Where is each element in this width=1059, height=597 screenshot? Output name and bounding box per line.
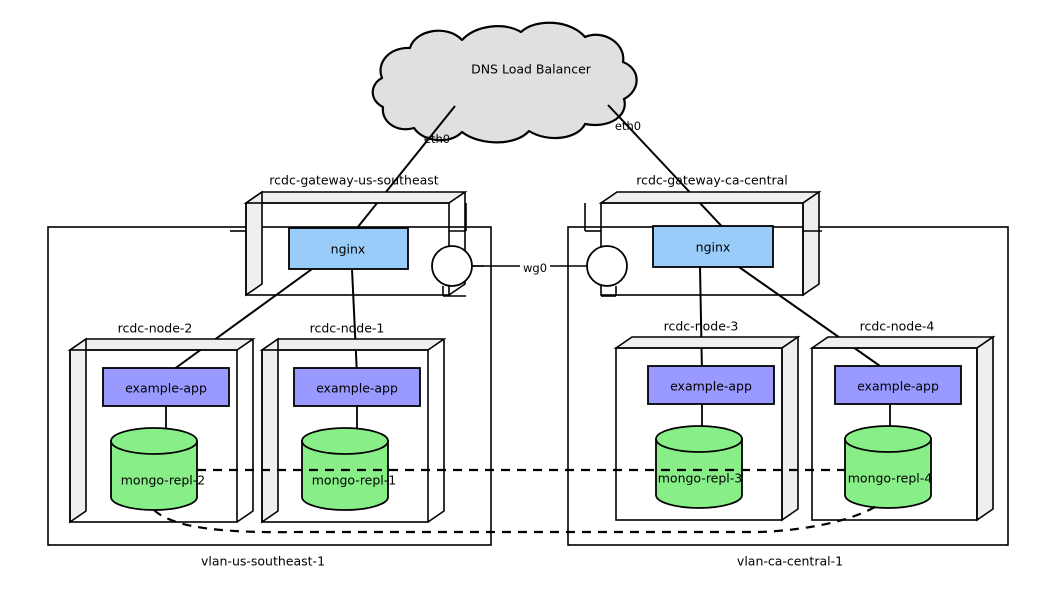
node-rcdc-node-4-box: [809, 335, 996, 522]
node-rcdc-node-3-box: [613, 335, 801, 522]
node-rcdc-node-2-box: [67, 337, 256, 524]
db-node1-cylinder: [301, 427, 389, 511]
app-node4-box: [834, 365, 962, 405]
vlan-right-boundary: [567, 226, 1009, 546]
vlan-left-boundary: [47, 226, 492, 546]
db-node3-cylinder: [655, 425, 743, 509]
dns-cloud-shape: [371, 21, 638, 144]
db-node2-cylinder: [110, 427, 198, 511]
wg0-interface-left: [431, 245, 473, 287]
db-node4-cylinder: [844, 425, 932, 509]
app-node2-box: [102, 367, 230, 407]
link-nginx-right-to-node3: [699, 266, 703, 374]
nginx-right-box: [652, 225, 774, 268]
link-nginx-left-to-node1: [351, 268, 358, 376]
link-nginx-right-to-node4: [738, 266, 891, 374]
mongo-replication-secondary-link: [153, 503, 881, 534]
link-nginx-left-to-node2: [165, 268, 313, 376]
gateway-right-box: [598, 190, 822, 297]
app-node3-box: [647, 365, 775, 405]
gateway-left-box: [243, 190, 468, 297]
nginx-left-box: [288, 227, 409, 270]
wg0-interface-right: [586, 245, 628, 287]
app-node1-box: [293, 367, 421, 407]
node-rcdc-node-1-box: [259, 337, 447, 524]
